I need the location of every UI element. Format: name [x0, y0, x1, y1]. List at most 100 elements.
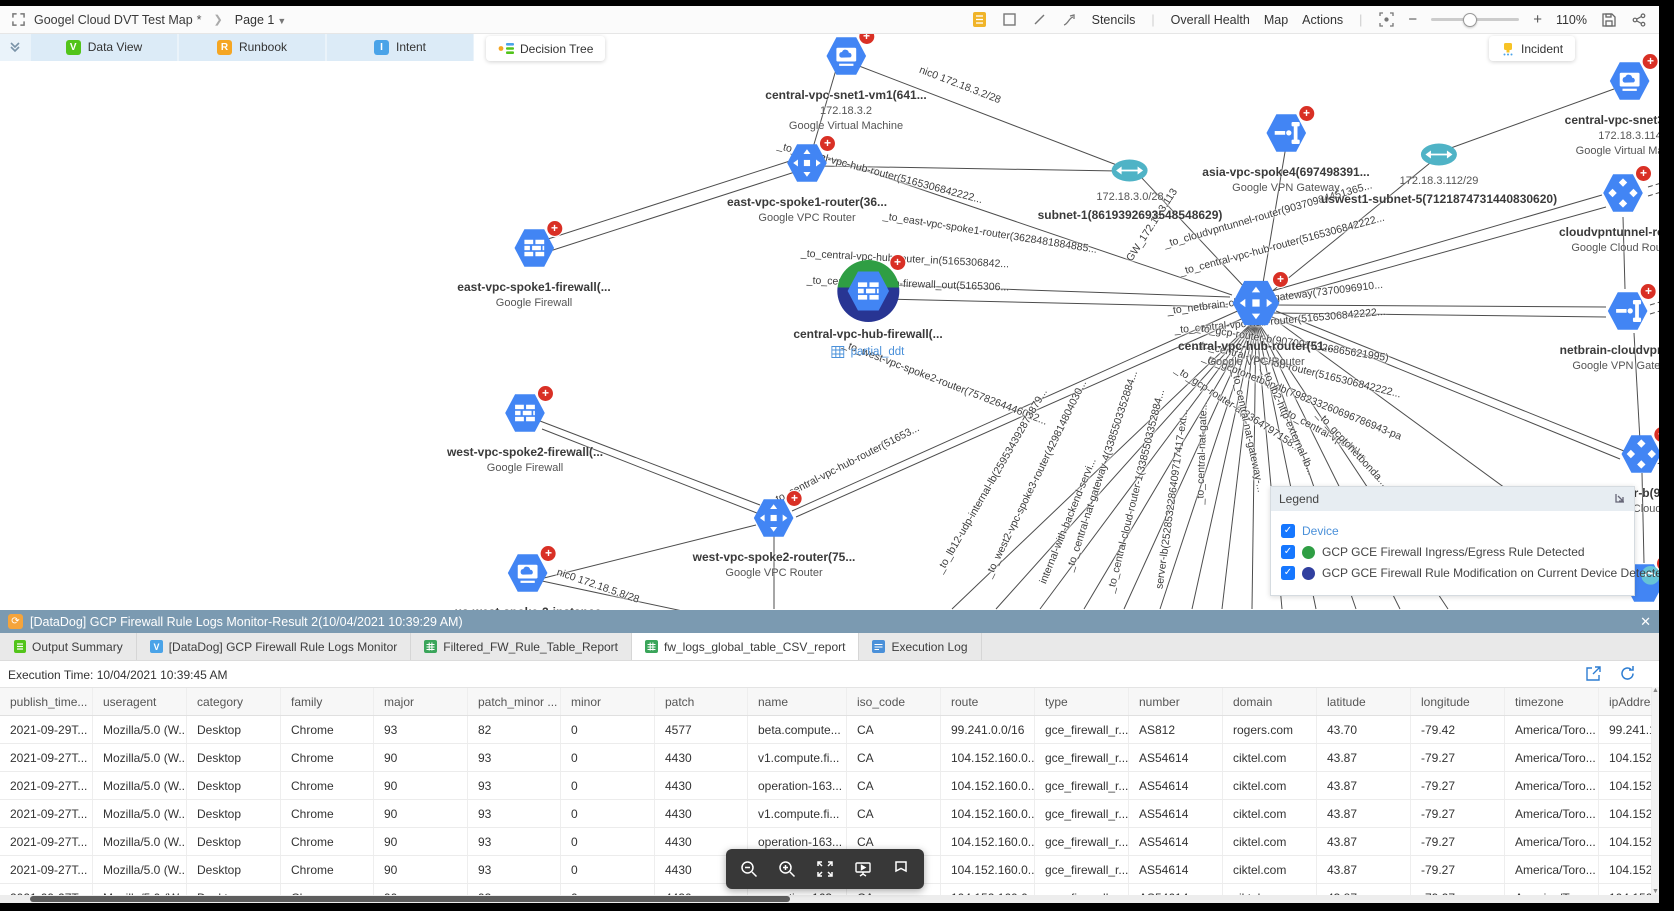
legend-expand-icon[interactable]	[1614, 492, 1626, 507]
incident-button[interactable]: Incident	[1489, 36, 1576, 61]
cloudrouter-node-icon[interactable]: +	[1619, 426, 1659, 481]
table-cell: Chrome	[281, 772, 374, 799]
horizontal-scrollbar[interactable]	[0, 895, 1659, 903]
scroll-up-icon[interactable]: ▲	[1652, 687, 1659, 694]
result-tab-output-summary[interactable]: Output Summary	[0, 633, 137, 660]
csv-green-icon	[645, 640, 658, 653]
table-cell: ciktel.com	[1223, 772, 1317, 799]
checkbox-checked-icon[interactable]: ✓	[1281, 524, 1295, 538]
fit-view-icon[interactable]	[1378, 12, 1394, 28]
fit-screen-icon[interactable]	[808, 853, 842, 885]
presentation-icon[interactable]	[846, 853, 880, 885]
table-cell: 104.152.160.0...	[941, 744, 1035, 771]
node-sublabel: Google Firewall	[495, 297, 573, 309]
decision-tree-button[interactable]: Decision Tree	[486, 36, 606, 61]
partial-ddt-link[interactable]: partial_ddt	[831, 346, 904, 358]
refresh-icon[interactable]	[1619, 665, 1637, 683]
zoom-out-icon[interactable]	[732, 853, 766, 885]
table-cell: Desktop	[187, 856, 281, 883]
subnet-node-icon[interactable]	[1420, 142, 1458, 172]
table-cell: 93	[468, 800, 561, 827]
table-cell: 104.152.1...	[1599, 744, 1652, 771]
node-name: east-vpc-spoke1-router(36...	[726, 195, 888, 209]
collapse-tabs-icon[interactable]	[0, 33, 30, 61]
router-node-icon[interactable]: +	[785, 135, 836, 190]
expand-map-icon[interactable]	[10, 12, 26, 28]
cloudrouter-node-icon[interactable]: +	[1601, 165, 1652, 220]
result-tab-execution-log[interactable]: Execution Log	[859, 633, 982, 660]
result-tab-fw-logs-global-table-csv-report[interactable]: fw_logs_global_table_CSV_report	[632, 633, 860, 660]
firewall-node-icon[interactable]: +	[512, 220, 563, 275]
vertical-scrollbar[interactable]: ▲▼	[1652, 687, 1659, 895]
router-node-icon[interactable]: +	[1230, 271, 1289, 334]
app-window: Googel Cloud DVT Test Map * ❯ Page 1▼ St…	[0, 6, 1659, 903]
note-icon[interactable]	[972, 12, 988, 28]
overall-health-menu[interactable]: Overall Health	[1170, 12, 1250, 27]
firewall-node-icon[interactable]: +	[836, 254, 906, 322]
share-icon[interactable]	[1631, 12, 1647, 28]
alert-badge-icon: +	[536, 385, 554, 402]
actions-menu[interactable]: Actions	[1302, 12, 1344, 27]
scroll-down-icon[interactable]: ▼	[1652, 888, 1659, 895]
table-cell: 43.87	[1317, 800, 1411, 827]
export-icon[interactable]	[1585, 665, 1603, 683]
shape-rectangle-icon[interactable]	[1002, 12, 1018, 28]
vpn-node-icon[interactable]: +	[1606, 283, 1657, 338]
runbook-result-icon: ⟳	[8, 614, 23, 629]
router-node-icon[interactable]: +	[752, 490, 803, 545]
connector-arrow-icon[interactable]	[1062, 12, 1078, 28]
svg-text:V: V	[153, 642, 159, 652]
alert-badge-icon: +	[858, 33, 875, 45]
firewall-node-icon[interactable]: +	[503, 385, 554, 440]
draw-line-icon[interactable]	[1032, 12, 1048, 28]
close-icon[interactable]: ✕	[1640, 613, 1651, 629]
table-cell: 2021-09-27T...	[0, 800, 93, 827]
table-cell: AS54614	[1129, 744, 1223, 771]
table-cell: 93	[468, 856, 561, 883]
checkbox-checked-icon[interactable]: ✓	[1281, 545, 1295, 559]
table-cell: Chrome	[281, 744, 374, 771]
save-icon[interactable]	[1601, 12, 1617, 28]
table-cell: America/Toro...	[1505, 856, 1599, 883]
zoom-slider[interactable]	[1431, 13, 1520, 27]
zoom-in-icon[interactable]	[770, 853, 804, 885]
zoom-out-button[interactable]: −	[1408, 11, 1418, 28]
scrollbar-thumb[interactable]	[30, 896, 790, 902]
checkbox-checked-icon[interactable]: ✓	[1281, 566, 1295, 580]
table-cell: ciktel.com	[1223, 856, 1317, 883]
stencils-menu[interactable]: Stencils	[1091, 12, 1136, 27]
table-cell: 0	[561, 772, 655, 799]
flag-icon[interactable]	[884, 853, 918, 885]
zoom-in-button[interactable]: +	[1533, 11, 1542, 28]
vm-node-icon[interactable]: +	[1608, 53, 1659, 108]
vpn-node-icon[interactable]: +	[1264, 105, 1315, 160]
table-cell: 0	[561, 716, 655, 743]
node-name: us-west-spoke-2-instance	[455, 605, 602, 610]
topology-map-canvas[interactable]: nic0 172.18.3.2/28_to_central-vpc-hub-ro…	[0, 33, 1659, 610]
map-menu[interactable]: Map	[1263, 12, 1289, 27]
column-header: name	[748, 688, 847, 715]
subnet-node-icon[interactable]	[1111, 158, 1149, 188]
vm-node-icon[interactable]: +	[824, 33, 875, 83]
table-cell: 2021-09-29T...	[0, 716, 93, 743]
page-selector[interactable]: Page 1▼	[234, 12, 287, 27]
table-cell: -79.27	[1411, 800, 1505, 827]
result-tab--datadog-gcp-firewall-rule-logs-monitor[interactable]: V[DataDog] GCP Firewall Rule Logs Monito…	[137, 633, 412, 660]
table-cell: 43.87	[1317, 828, 1411, 855]
map-node: +central-vpc-hub-router(51...Google VPC …	[1178, 271, 1334, 368]
legend-item-label: Device	[1302, 524, 1339, 538]
node-name: netbrain-cloudvpn-gat...	[1559, 343, 1659, 357]
result-tab-filtered-fw-rule-table-report[interactable]: Filtered_FW_Rule_Table_Report	[411, 633, 632, 660]
zoom-slider-knob[interactable]	[1462, 13, 1477, 27]
vm-node-icon[interactable]: +	[506, 545, 557, 600]
